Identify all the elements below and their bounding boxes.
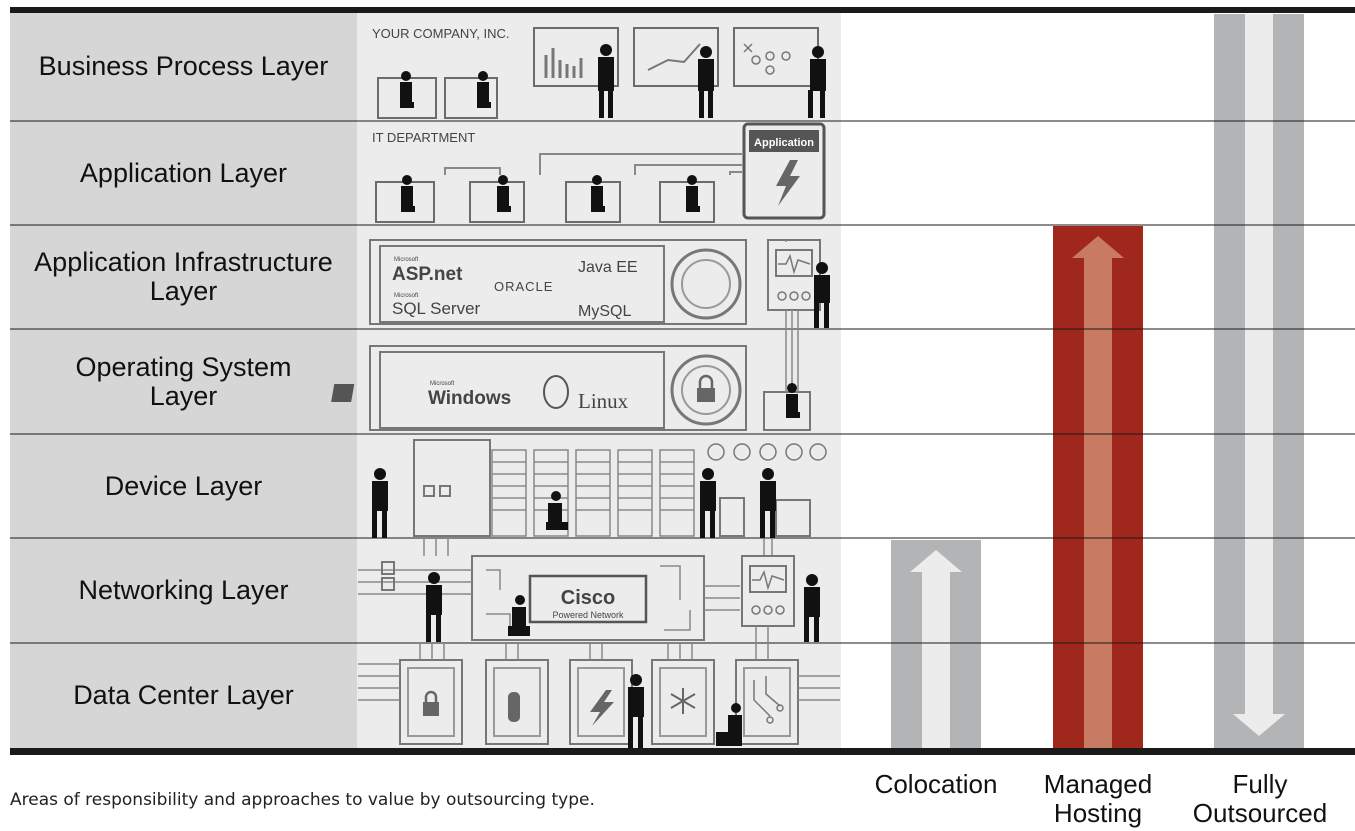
app-infrastructure-scene: Microsoft ASP.net Microsoft SQL Server O… bbox=[369, 239, 821, 325]
column-label-colocation: Colocation bbox=[874, 769, 998, 799]
linux-logo: Linux bbox=[578, 389, 629, 413]
operating-system-scene: Microsoft Windows Linux bbox=[331, 240, 811, 431]
mysql-logo: MySQL bbox=[578, 303, 631, 320]
layer-label-networking: Networking Layer bbox=[78, 575, 289, 605]
label-column-bg bbox=[10, 12, 357, 750]
layer-label-operating-system: Operating System Layer bbox=[75, 351, 292, 411]
cisco-powered-label: Powered Network bbox=[552, 610, 624, 620]
java-ee-logo: Java EE bbox=[578, 259, 638, 276]
networking-scene: Cisco Powered Network bbox=[358, 538, 795, 641]
colocation-up-arrow bbox=[910, 550, 962, 748]
top-rule bbox=[10, 7, 1355, 13]
managed-hosting-bar bbox=[1053, 226, 1143, 748]
column-label-fully-outsourced: Fully Outsourced bbox=[1192, 769, 1328, 828]
asp-small-logo: Microsoft bbox=[394, 257, 419, 263]
linux-penguin-icon bbox=[543, 375, 569, 409]
layer-label-application-infrastructure: Application Infrastructure Layer bbox=[34, 247, 333, 306]
sql-server-logo: SQL Server bbox=[392, 299, 481, 318]
circuit-icon bbox=[753, 676, 784, 724]
people-figures bbox=[372, 44, 830, 748]
application-scene: IT DEPARTMENT Application bbox=[372, 122, 826, 223]
fire-extinguisher-icon bbox=[508, 692, 520, 722]
windows-logo: Windows bbox=[428, 388, 511, 409]
cisco-logo: Cisco bbox=[561, 587, 615, 609]
colocation-bar bbox=[891, 540, 981, 748]
figure-caption: Areas of responsibility and approaches t… bbox=[10, 790, 595, 810]
device-scene bbox=[413, 439, 827, 537]
layer-label-application: Application Layer bbox=[79, 157, 288, 188]
fully-outsourced-bar bbox=[1214, 14, 1304, 748]
illustration: YOUR COMPANY, INC. IT DEP bbox=[331, 26, 840, 745]
bottom-rule bbox=[10, 748, 1355, 755]
business-process-scene: YOUR COMPANY, INC. bbox=[372, 26, 819, 119]
company-label: YOUR COMPANY, INC. bbox=[372, 26, 509, 41]
windows-small-logo: Microsoft bbox=[430, 381, 455, 387]
oracle-logo: ORACLE bbox=[494, 279, 553, 294]
lock-icon bbox=[423, 702, 439, 716]
column-label-managed-hosting: Managed Hosting bbox=[1043, 769, 1153, 828]
layer-dividers bbox=[10, 120, 1355, 644]
sql-small-logo: Microsoft bbox=[394, 293, 419, 299]
layer-label-data-center: Data Center Layer bbox=[73, 680, 294, 710]
data-center-scene bbox=[358, 626, 840, 745]
windows-flag-icon bbox=[331, 384, 355, 402]
asp-net-logo: ASP.net bbox=[392, 264, 463, 285]
snowflake-icon bbox=[670, 688, 696, 714]
clock-icons bbox=[707, 443, 827, 461]
fully-outsourced-down-arrow bbox=[1233, 14, 1285, 736]
app-window-title: Application bbox=[754, 137, 814, 149]
managed-hosting-up-arrow bbox=[1072, 236, 1124, 748]
it-department-label: IT DEPARTMENT bbox=[372, 130, 475, 145]
layer-label-device: Device Layer bbox=[104, 470, 263, 501]
layer-label-business-process: Business Process Layer bbox=[38, 51, 329, 81]
power-bolt-icon bbox=[590, 690, 614, 726]
